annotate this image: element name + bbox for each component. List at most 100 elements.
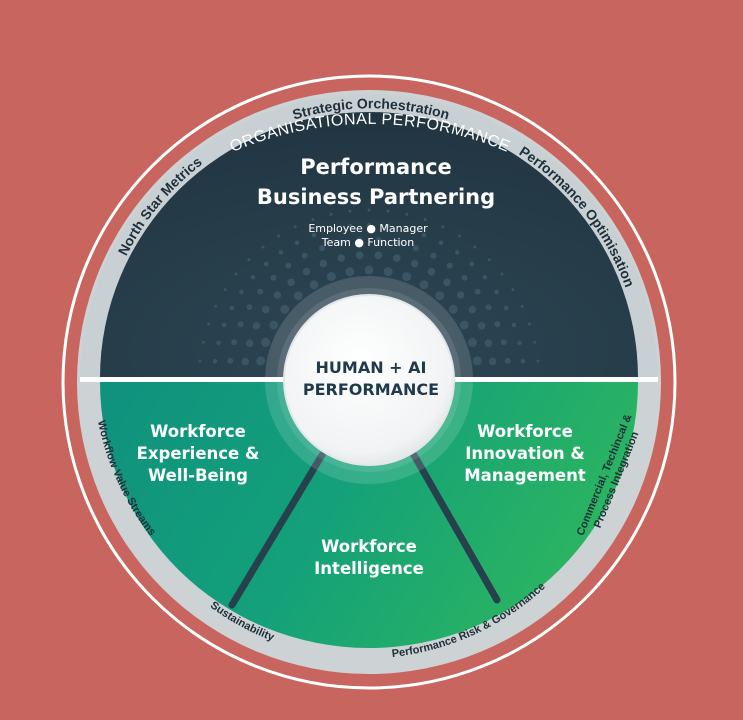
pattern-dot [201, 340, 205, 344]
top-dark-section [100, 112, 638, 378]
pattern-dot [212, 359, 218, 364]
pattern-dot [239, 289, 244, 295]
spoke-left [228, 451, 326, 609]
pattern-dot [207, 322, 210, 326]
pattern-dot [500, 339, 507, 346]
pattern-dot [348, 209, 352, 213]
pattern-dot [245, 339, 254, 348]
pattern-dot [488, 357, 497, 366]
spoke-right [410, 451, 501, 604]
pattern-dot [500, 272, 504, 276]
pattern-dot [241, 357, 250, 366]
pattern-dot [287, 278, 295, 287]
segment-right-line3: Management [464, 466, 586, 485]
pattern-dot [446, 262, 453, 269]
pattern-dot [457, 234, 461, 238]
pattern-dot [229, 305, 235, 311]
pattern-dot [252, 322, 261, 330]
segment-bottom-line2: Intelligence [314, 559, 424, 578]
pattern-dot [231, 339, 238, 346]
pattern-dot [421, 232, 427, 238]
segment-right-line1: Workforce [477, 422, 573, 441]
pattern-dot [237, 321, 244, 328]
pattern-dot [329, 212, 333, 216]
pattern-dot [520, 359, 526, 364]
pattern-dot [278, 250, 284, 255]
pattern-dot [511, 288, 515, 292]
pattern-dot [375, 237, 382, 244]
segment-bottom-line1: Workforce [321, 537, 417, 556]
top-subtitle-line2: Team ● Function [321, 236, 414, 249]
pattern-dot [459, 320, 469, 330]
pattern-dot [309, 280, 319, 290]
pattern-dot [472, 356, 482, 366]
pattern-dot [528, 322, 531, 326]
pattern-dot [386, 209, 390, 213]
pattern-dot [503, 305, 509, 311]
pattern-dot [419, 280, 429, 290]
pattern-dot [494, 289, 499, 295]
pattern-dot [473, 245, 477, 249]
pattern-dot [223, 288, 227, 292]
top-subtitle-line1: Employee ● Manager [308, 222, 428, 235]
pattern-dot [261, 337, 271, 347]
top-title-line1: Performance [300, 155, 452, 179]
pattern-dot [374, 251, 383, 260]
pattern-dot [337, 239, 344, 246]
pattern-dot [402, 272, 412, 282]
pattern-dot [468, 305, 477, 314]
segment-left-line2: Experience & [137, 444, 260, 463]
pattern-dot [430, 252, 437, 259]
pattern-dot [319, 259, 328, 268]
pattern-dot [536, 359, 540, 363]
pattern-dot [337, 254, 346, 262]
pattern-dot [246, 304, 253, 311]
core-line2: PERFORMANCE [303, 380, 439, 399]
pattern-dot [487, 258, 491, 262]
pattern-dot [319, 245, 326, 252]
pattern-dot [269, 320, 279, 330]
pattern-dot [364, 265, 374, 275]
pattern-dot [441, 225, 445, 229]
pattern-dot [435, 291, 445, 301]
pattern-dot [474, 288, 481, 295]
pattern-dot [261, 305, 270, 314]
segment-right-line2: Innovation & [465, 444, 585, 463]
pattern-dot [412, 245, 419, 252]
pattern-dot [277, 234, 281, 238]
pattern-dot [469, 261, 475, 267]
pattern-dot [329, 227, 335, 232]
pattern-dot [485, 304, 492, 311]
pattern-dot [256, 356, 266, 366]
pattern-dot [427, 267, 436, 276]
pattern-dot [301, 252, 308, 259]
pattern-dot [311, 218, 315, 221]
pattern-dot [257, 288, 264, 295]
pattern-dot [198, 359, 202, 363]
pattern-dot [494, 321, 501, 328]
pattern-dot [216, 340, 221, 346]
pattern-dot [311, 232, 317, 238]
top-title-line2: Business Partnering [257, 185, 495, 209]
segment-left-line3: Well-Being [148, 466, 248, 485]
core-line1: HUMAN + AI [316, 358, 427, 377]
pattern-dot [263, 261, 269, 267]
pattern-dot [520, 304, 524, 308]
pattern-dot [261, 245, 265, 249]
pattern-dot [356, 237, 363, 244]
pattern-dot [221, 322, 227, 328]
pattern-dot [438, 240, 444, 246]
dot-pattern [198, 208, 540, 366]
pattern-dot [270, 274, 277, 281]
pattern-dot [477, 322, 486, 330]
bottom-green-section [100, 382, 638, 648]
pattern-dot [280, 304, 290, 314]
pattern-dot [367, 208, 371, 212]
pattern-dot [448, 304, 458, 314]
pattern-dot [227, 357, 234, 364]
pattern-dot [385, 223, 391, 229]
pattern-dot [285, 262, 292, 269]
pattern-dot [443, 278, 451, 287]
